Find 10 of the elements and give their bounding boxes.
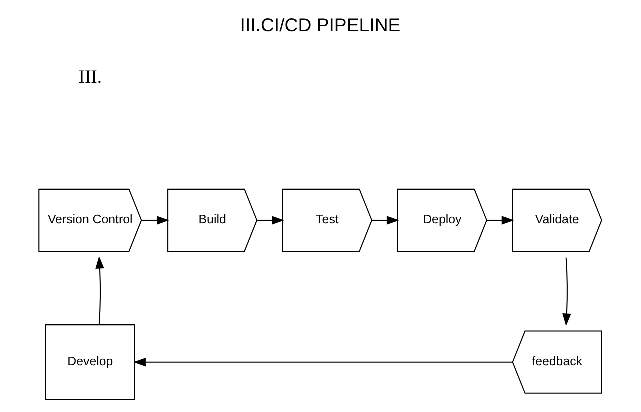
label: III. <box>78 67 102 88</box>
arrow <box>487 216 514 225</box>
arrow <box>142 216 170 225</box>
arrow <box>372 216 400 225</box>
arrow <box>562 258 572 326</box>
diagram-title: III.CI/CD PIPELINE <box>240 14 401 36</box>
arrow <box>134 358 513 367</box>
arrow <box>96 256 104 325</box>
node-box: Develop <box>45 324 136 400</box>
arrow <box>257 216 284 225</box>
